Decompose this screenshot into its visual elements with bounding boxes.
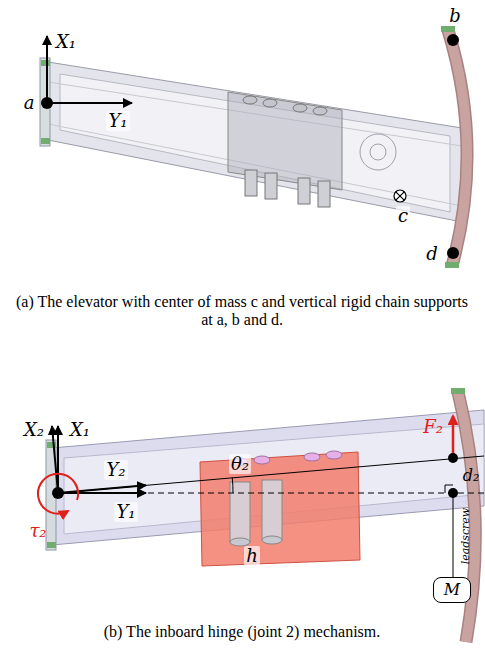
elevator-beam xyxy=(46,410,484,550)
axis-label: X₁ xyxy=(70,419,90,440)
elevator-beam xyxy=(60,74,450,212)
elevator-beam xyxy=(40,58,462,222)
axis-label: Y₁ xyxy=(108,110,127,131)
end-plate xyxy=(441,26,467,268)
axis-label: X₁ xyxy=(56,32,76,52)
hinge-plate xyxy=(254,456,270,464)
axis-label: X₁ xyxy=(56,31,76,52)
axis-label: Y₁ xyxy=(114,502,137,522)
end-plate xyxy=(458,392,475,642)
point-label: b xyxy=(449,5,461,26)
end-plate xyxy=(451,388,465,394)
axis-arrows xyxy=(47,102,132,104)
reference-lines xyxy=(58,456,484,577)
carriage-mechanism xyxy=(245,170,257,196)
hinge-plate xyxy=(262,536,282,544)
axis-arrows xyxy=(46,36,48,103)
elevator-beam xyxy=(48,62,462,222)
end-plate xyxy=(441,26,455,32)
caption: (b) The inboard hinge (joint 2) mechanis… xyxy=(104,623,381,640)
support-point xyxy=(447,34,459,46)
dimension-label: d₂ xyxy=(463,467,480,485)
caption: (a) The elevator with center of mass c a… xyxy=(12,293,472,328)
carriage-mechanism xyxy=(243,96,257,104)
torque-arrow xyxy=(38,474,78,514)
dimension-label: d₂ xyxy=(463,466,480,485)
point-label: a xyxy=(24,93,35,113)
point-label: d xyxy=(426,243,438,264)
force-label: F₂ xyxy=(423,417,443,437)
force-arrow xyxy=(452,416,455,458)
reference-lines xyxy=(58,456,484,493)
hinge-plate xyxy=(200,451,360,566)
hinge-plate xyxy=(262,480,282,540)
point-label: c xyxy=(398,205,408,226)
axis-label: X₂ xyxy=(24,419,44,440)
axis-arrows xyxy=(52,426,146,493)
angle-label: θ₂ xyxy=(231,453,249,474)
point-label: d xyxy=(426,244,438,264)
end-plate xyxy=(451,388,475,642)
axis-label: Y₂ xyxy=(104,460,127,480)
torque-arrow xyxy=(38,474,78,514)
point-label: b xyxy=(449,6,461,26)
elevator-beam xyxy=(41,60,50,66)
center-of-mass-symbol xyxy=(396,192,404,200)
force-label: F₂ xyxy=(423,416,443,437)
reference-lines xyxy=(232,478,234,493)
carriage-mechanism xyxy=(313,107,327,115)
hinge-plate xyxy=(326,451,342,459)
axis-arrows xyxy=(52,426,58,493)
end-plate xyxy=(445,262,459,268)
carriage-mechanism xyxy=(318,181,330,207)
point-label: a xyxy=(24,92,35,113)
reference-lines xyxy=(58,493,484,494)
motor-label: M xyxy=(444,580,460,599)
carriage-mechanism xyxy=(298,178,310,204)
part-label: leadscrew xyxy=(460,508,472,565)
support-point xyxy=(52,453,458,499)
center-of-mass-symbol xyxy=(394,190,406,202)
torque-label: τ₂ xyxy=(29,521,46,541)
hinge-plate xyxy=(230,538,250,546)
hinge-plate xyxy=(304,453,320,461)
axis-arrows xyxy=(58,485,146,493)
axis-label: X₂ xyxy=(24,420,44,440)
force-arrow xyxy=(453,416,454,458)
carriage-mechanism xyxy=(263,99,277,107)
axis-label: Y₁ xyxy=(116,501,135,522)
axis-label: Y₁ xyxy=(106,111,129,131)
center-of-mass-symbol xyxy=(396,192,404,200)
caption: (b) The inboard hinge (joint 2) mechanis… xyxy=(12,623,472,641)
support-point xyxy=(41,34,459,259)
carriage-mechanism xyxy=(228,92,396,207)
motor-box: M xyxy=(433,577,471,603)
end-plate xyxy=(458,392,475,642)
carriage-mechanism xyxy=(370,144,386,160)
carriage-mechanism xyxy=(265,173,277,199)
carriage-mechanism xyxy=(360,134,396,170)
carriage-mechanism xyxy=(293,104,307,112)
center-of-mass-symbol xyxy=(394,190,406,202)
support-point xyxy=(52,487,64,499)
part-label: h xyxy=(244,546,260,566)
part-label: h xyxy=(246,545,258,566)
end-plate xyxy=(448,30,467,266)
point-label: c xyxy=(396,206,410,226)
support-point xyxy=(448,453,458,463)
reference-lines xyxy=(453,493,454,577)
part-label: leadscrew xyxy=(459,508,472,565)
axis-label: Y₂ xyxy=(106,459,125,480)
elevator-beam xyxy=(47,542,56,548)
support-point xyxy=(41,97,53,109)
support-point xyxy=(448,488,458,498)
axis-label: X₁ xyxy=(70,420,90,440)
angle-label: θ₂ xyxy=(229,454,251,474)
caption: (a) The elevator with center of mass c a… xyxy=(16,293,468,328)
torque-label: τ₂ xyxy=(29,520,46,541)
elevator-beam xyxy=(41,138,50,144)
support-point xyxy=(447,247,459,259)
end-plate xyxy=(448,30,467,266)
